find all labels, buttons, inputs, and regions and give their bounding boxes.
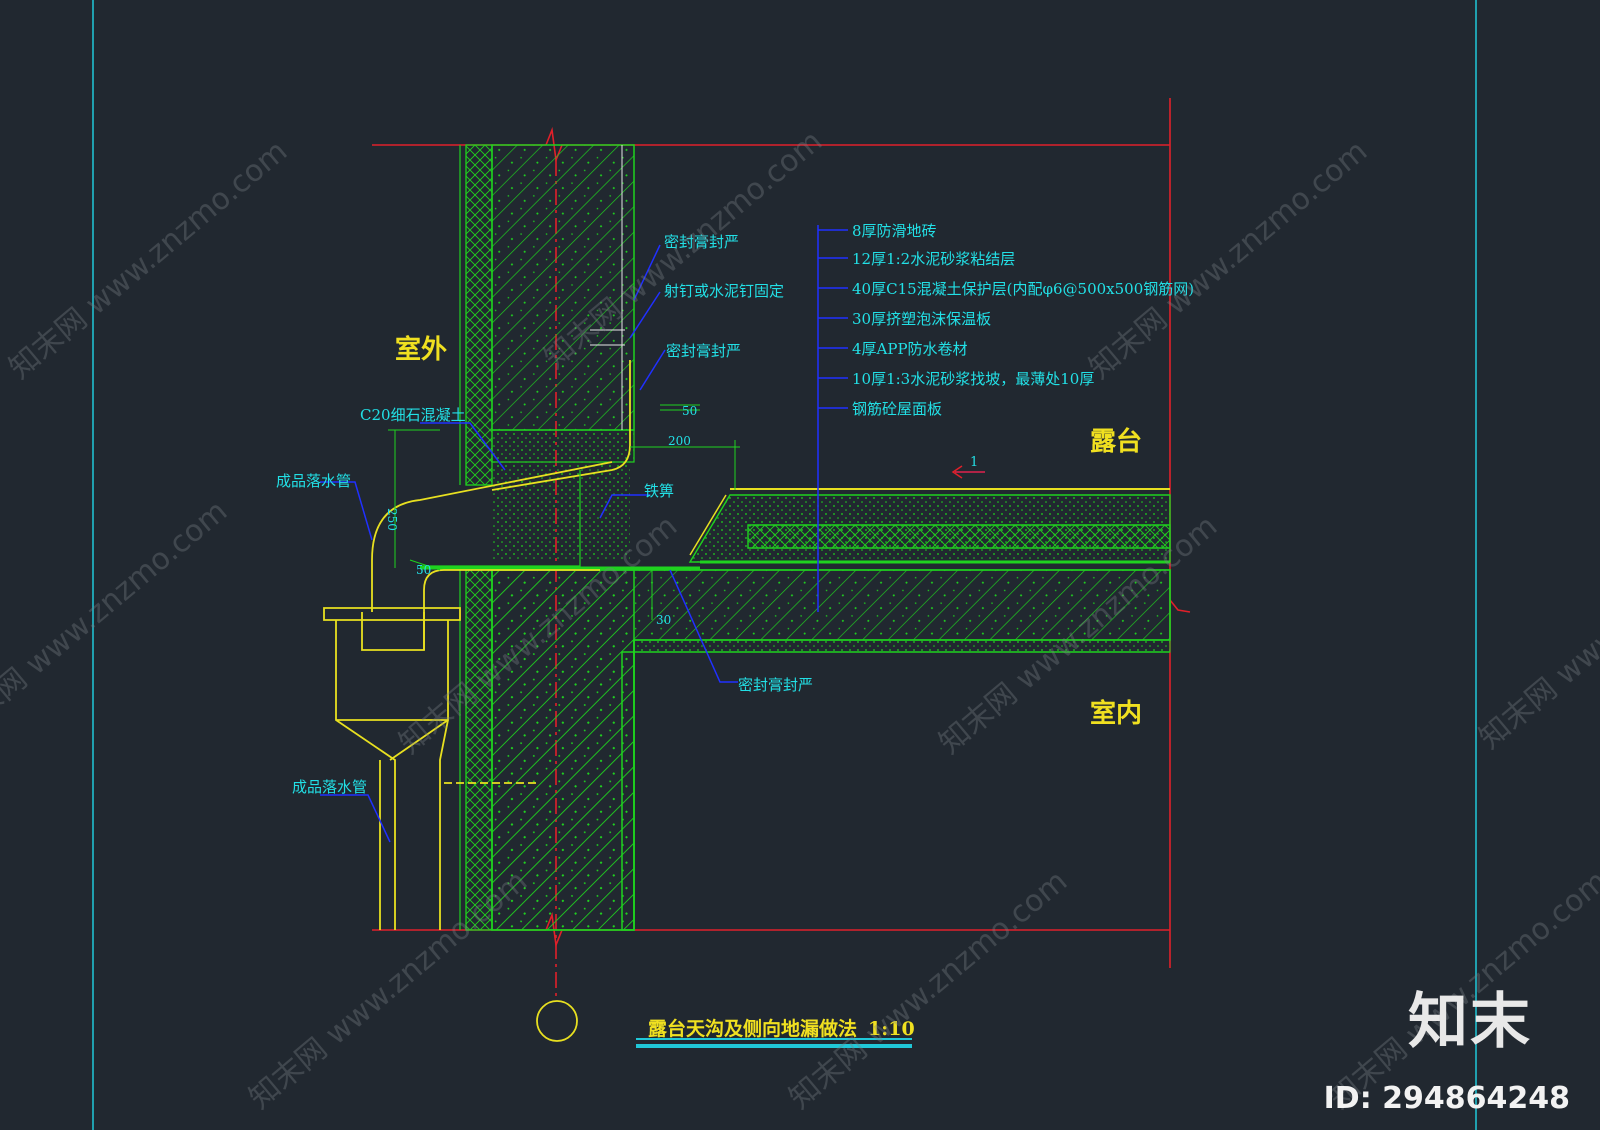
watermark: 知末网 www.znzmo.com — [0, 494, 234, 746]
watermark: 知末网 www.znzmo.com — [3, 134, 294, 386]
zone-terrace: 露台 — [1090, 426, 1142, 457]
callout-pipe-bottom: 成品落水管 — [292, 778, 367, 796]
watermark: 知末网 www.znzmo.com — [1473, 504, 1600, 756]
gutter-membrane — [420, 360, 700, 570]
layer-note-4: 30厚挤塑泡沫保温板 — [852, 310, 991, 328]
dim-30: 30 — [656, 613, 671, 627]
layer-note-2: 12厚1:2水泥砂浆粘结层 — [852, 250, 1015, 268]
dimensions — [388, 404, 740, 620]
layer-note-6: 10厚1:3水泥砂浆找坡，最薄处10厚 — [852, 370, 1094, 388]
dim-200: 200 — [668, 434, 691, 448]
terrace-build-up — [688, 488, 1171, 564]
dim-250: 250 — [385, 508, 399, 531]
callout-cast-iron: 铁箅 — [644, 482, 674, 500]
leader-lines — [320, 225, 985, 843]
layer-note-1: 8厚防滑地砖 — [852, 222, 937, 240]
callout-sealant-bottom: 密封膏封严 — [738, 676, 813, 694]
wall-insulation — [459, 144, 493, 931]
layer-note-7: 钢筋砼屋面板 — [852, 400, 942, 418]
drawing-scale: 1:10 — [868, 1018, 915, 1040]
dim-50-b: 50 — [416, 563, 431, 577]
axis-bubble — [536, 1000, 578, 1042]
zone-outdoor: 室外 — [395, 334, 447, 365]
rainwater-pipe — [323, 461, 613, 930]
layer-note-3: 40厚C15混凝土保护层(内配φ6@500x500钢筋网) — [852, 280, 1194, 298]
brand-logo: 知末 — [1408, 987, 1532, 1057]
callout-nail-fix: 射钉或水泥钉固定 — [664, 282, 784, 300]
callout-pipe-top: 成品落水管 — [276, 472, 351, 490]
nail-marks — [590, 329, 625, 346]
slope-label: 1 — [970, 455, 978, 470]
title-underline — [636, 1038, 912, 1048]
slope-arrow — [951, 465, 985, 479]
watermark: 知末网 www.znzmo.com — [243, 864, 534, 1116]
roof-slab — [491, 569, 1171, 931]
watermark: 知末网 www.znzmo.com — [783, 864, 1074, 1116]
callout-c20-concrete: C20细石混凝土 — [360, 406, 466, 424]
drawing-title: 露台天沟及侧向地漏做法 — [648, 1017, 857, 1040]
zone-indoor: 室内 — [1090, 698, 1142, 729]
callout-sealant-mid: 密封膏封严 — [666, 342, 741, 360]
asset-id-label: ID: 294864248 — [1323, 1081, 1570, 1116]
layer-note-5: 4厚APP防水卷材 — [852, 340, 968, 358]
watermark: 知末网 www.znzmo.com — [1083, 134, 1374, 386]
callout-sealant-top: 密封膏封严 — [664, 233, 739, 251]
dim-50-a: 50 — [682, 404, 697, 418]
